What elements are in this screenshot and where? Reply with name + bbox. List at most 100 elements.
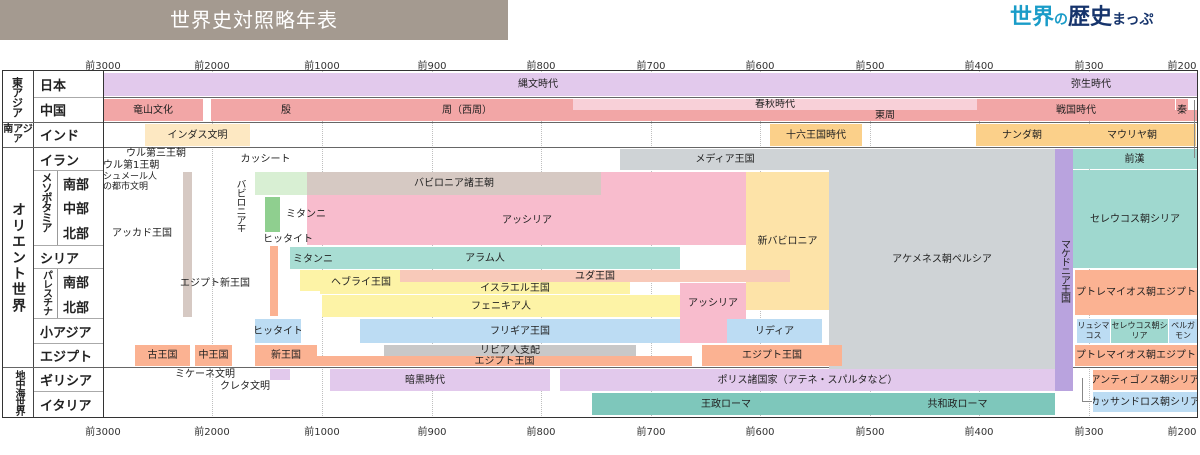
bar-yin: 殷 xyxy=(211,99,361,121)
bar-qin: 秦 xyxy=(1176,99,1188,121)
row-divider xyxy=(103,97,1197,98)
bar-meso-green xyxy=(255,172,307,195)
bar-egypt-kingdom: エジプト王国 xyxy=(317,356,692,366)
header-divider-pales xyxy=(57,268,58,318)
bar-media: メディア王国 xyxy=(620,149,830,170)
year-label-bottom: 前2000 xyxy=(194,427,230,438)
bar-roman-republic: 共和政ローマ xyxy=(860,393,1055,415)
year-label-top: 前600 xyxy=(745,61,775,72)
label-egypt-new: エジプト新王国 xyxy=(180,278,250,289)
header-row-divider xyxy=(34,170,103,171)
bar-pergamon: ペルガモン xyxy=(1169,319,1197,343)
header-row-divider xyxy=(34,245,103,246)
bar-aram: アラム人 xyxy=(290,247,680,269)
bar-egypt-kingdom2: エジプト王国 xyxy=(702,345,842,366)
year-label-top: 前200 xyxy=(1167,61,1197,72)
header-row-divider xyxy=(3,367,103,368)
header-row-divider xyxy=(34,343,103,344)
bar-jomon: 縄文時代 xyxy=(103,73,973,96)
bar-lysimachos: リュシマコス xyxy=(1077,319,1110,343)
header-divider xyxy=(33,70,34,418)
year-label-top: 前400 xyxy=(964,61,994,72)
label-ur3: ウル第三王朝 xyxy=(126,148,186,159)
bar-mitanni-meso xyxy=(265,197,280,232)
bar-seleucid-small: セレウコス朝シリア xyxy=(1111,319,1168,343)
bar-kassite: カッシート xyxy=(223,149,308,169)
row-pales-north: 北部 xyxy=(63,300,90,316)
bar-polis: ポリス諸国家（アテネ・スパルタなど） xyxy=(560,369,1055,391)
logo-text-3: 歴史 xyxy=(1068,5,1113,30)
bar-yayoi: 弥生時代 xyxy=(973,73,1197,96)
bar-middle-kingdom: 中王国 xyxy=(195,345,232,366)
row-china: 中国 xyxy=(40,104,67,119)
logo-text-1: 世界 xyxy=(1010,5,1055,30)
bar-phrygia: フリギア王国 xyxy=(360,319,680,343)
label-sumer: シュメール人の都市文明 xyxy=(103,172,158,192)
bar-achaemenid: アケメネス朝ペルシア xyxy=(829,149,1055,369)
row-pales-south: 南部 xyxy=(63,276,90,291)
row-divider xyxy=(103,147,1197,148)
region-orient: オリエント世界 xyxy=(10,202,26,314)
bar-new-kingdom: 新王国 xyxy=(255,345,317,366)
year-label-top: 前2000 xyxy=(194,61,230,72)
bar-old-babylon: 古バビロニア王国 xyxy=(226,180,253,232)
bar-assyria: アッシリア xyxy=(307,195,747,245)
bar-neo-babylon: 新バビロニア xyxy=(746,172,829,310)
bar-assyria2: アッシリア xyxy=(680,283,746,323)
axis-start-line xyxy=(103,70,104,418)
bar-meso-tan xyxy=(183,172,192,317)
bar-maurya: マウリヤ朝 xyxy=(1068,124,1196,146)
region-east-asia: 東アジア xyxy=(10,76,24,117)
cassander-connector xyxy=(1082,378,1092,402)
row-india: インド xyxy=(40,129,80,144)
row-meso-south: 南部 xyxy=(63,178,90,193)
label-ur1: ウル第1王朝 xyxy=(103,160,160,171)
year-label-bottom: 前3000 xyxy=(85,427,121,438)
year-label-bottom: 前700 xyxy=(636,427,666,438)
bar-spring-autumn: 春秋時代 xyxy=(573,99,977,110)
logo-text-2: の xyxy=(1054,12,1069,28)
bar-lydia: リディア xyxy=(727,319,822,343)
bar-israel: イスラエル王国 xyxy=(400,282,630,294)
bar-zhou: 周（西周） xyxy=(361,99,573,121)
year-label-top: 前700 xyxy=(636,61,666,72)
year-label-top: 前500 xyxy=(855,61,885,72)
year-label-top: 前3000 xyxy=(85,61,121,72)
row-divider xyxy=(103,122,1197,123)
bar-phoenicia: フェニキア人 xyxy=(322,295,680,317)
row-asia-minor: 小アジア xyxy=(40,325,92,341)
page-title: 世界史対照略年表 xyxy=(0,0,508,40)
year-label-bottom: 前500 xyxy=(855,427,885,438)
header-divider-meso xyxy=(57,170,58,245)
bar-dark-age: 暗黒時代 xyxy=(330,369,550,391)
bar-east-zhou: 東周 xyxy=(573,110,1197,121)
year-label-bottom: 前200 xyxy=(1167,427,1197,438)
bar-libyan: リビア人支配 xyxy=(384,345,636,356)
row-greece: ギリシア xyxy=(40,373,93,389)
bar-hebrew: ヘブライ王国 xyxy=(320,270,402,294)
header-row-divider xyxy=(3,147,103,148)
bar-old-kingdom: 古王国 xyxy=(135,345,190,366)
bar-roman-kingdom: 王政ローマ xyxy=(592,393,860,415)
bar-asia-minor-pink xyxy=(680,319,727,343)
year-label-bottom: 前400 xyxy=(964,427,994,438)
row-syria: シリア xyxy=(40,251,80,267)
site-logo[interactable]: 世界の歴史まっぷ xyxy=(1010,2,1200,38)
header-row-divider xyxy=(34,318,103,319)
grid-line xyxy=(212,70,213,418)
row-japan: 日本 xyxy=(40,79,67,94)
region-south-asia: 南アジア xyxy=(3,124,33,145)
bar-ptolemy2: プトレマイオス朝エジプト xyxy=(1075,345,1197,366)
row-italy: イタリア xyxy=(40,398,92,414)
label-hittite: ヒッタイト xyxy=(263,234,313,245)
bar-nanda: ナンダ朝 xyxy=(976,124,1068,146)
qianhan-connector xyxy=(1192,100,1195,158)
label-mitanni: ミタンニ xyxy=(286,209,326,220)
row-header-panel xyxy=(2,70,103,418)
year-label-top: 前800 xyxy=(526,61,556,72)
label-mitanni-syria: ミタンニ xyxy=(293,254,333,265)
bar-qianhan: 前漢 xyxy=(1072,149,1197,169)
year-label-bottom: 前300 xyxy=(1074,427,1104,438)
region-mediterranean: 地中海世界 xyxy=(13,370,24,415)
row-pales: パレスチナ xyxy=(40,270,52,315)
